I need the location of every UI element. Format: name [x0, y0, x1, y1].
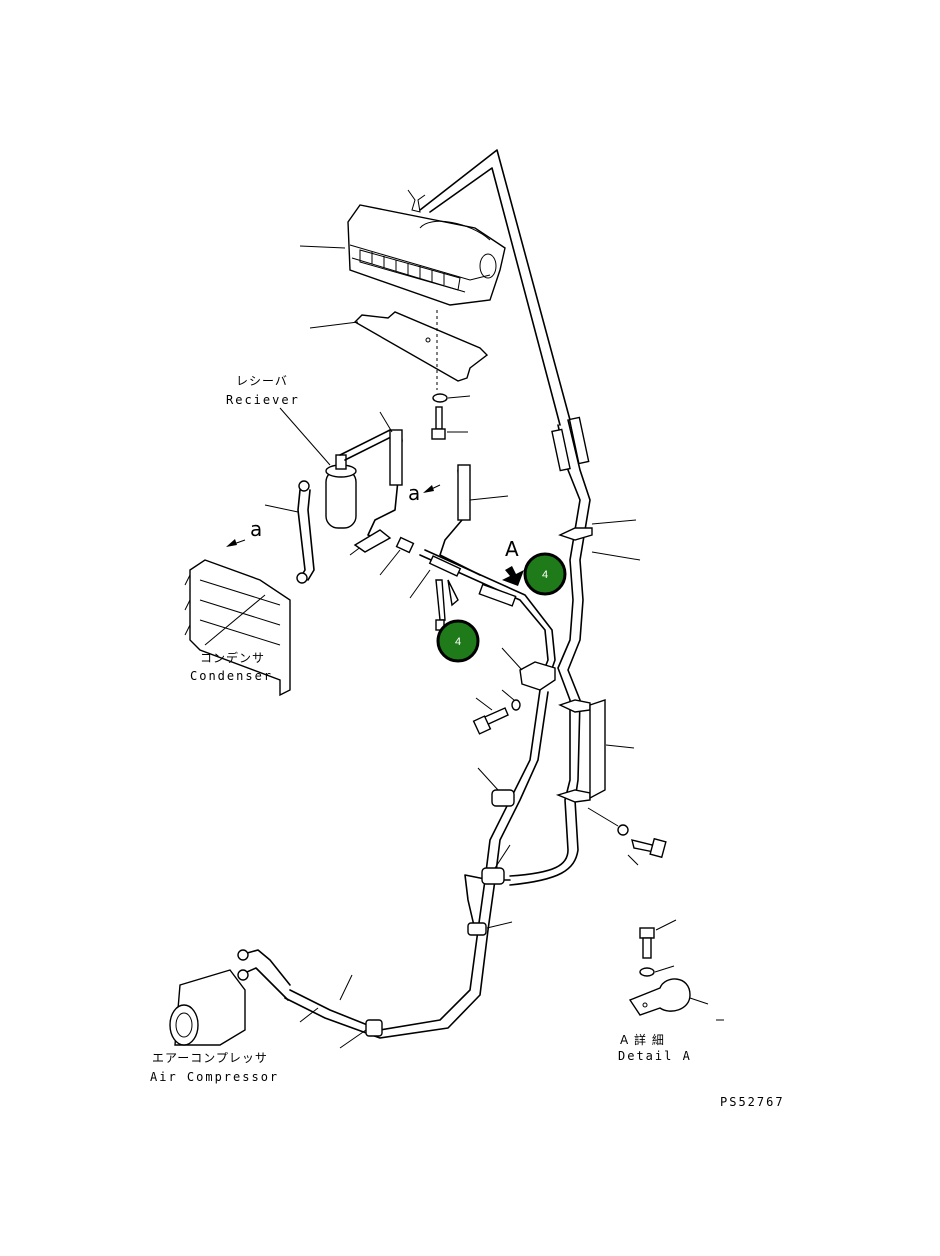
- main-hose-right: [419, 149, 591, 886]
- leader-hose: [591, 551, 641, 561]
- protector: [589, 699, 606, 800]
- clamp-middle: [519, 661, 556, 691]
- leader-grommet-1: [477, 767, 499, 791]
- leader-protector: [605, 744, 635, 749]
- receiver-label-en: Reciever: [226, 393, 300, 407]
- ref-a-letter-1: a: [408, 481, 420, 505]
- washer-2: [617, 824, 629, 836]
- bracket-small: [353, 529, 392, 553]
- bolt-3: [472, 707, 509, 735]
- callout-badge-1[interactable]: 4: [523, 552, 567, 596]
- leader-clamp-1: [591, 519, 637, 525]
- leader-detail-clamp: [689, 997, 709, 1005]
- leader-washer-2: [587, 807, 619, 827]
- leader-grommet-2: [494, 844, 511, 869]
- arrow-ref-a-2: [226, 539, 246, 547]
- view-a-letter: A: [505, 537, 519, 561]
- callout-number-1: 4: [542, 569, 548, 581]
- leader-hose-center: [469, 495, 509, 501]
- leader-washer-3: [501, 689, 515, 701]
- condenser-label-en: Condenser: [190, 669, 273, 683]
- receiver: [325, 454, 357, 529]
- leader-receiver: [279, 407, 331, 466]
- leader-bolt-2: [627, 854, 639, 866]
- callout-badge-2[interactable]: 4: [436, 619, 480, 663]
- washer: [432, 393, 448, 403]
- small-fitting: [395, 536, 415, 554]
- leader-fitting: [409, 569, 431, 599]
- leader-hose-receiver: [379, 411, 393, 433]
- washer-3: [511, 699, 521, 711]
- leader-hose-bottom-2: [299, 1007, 319, 1023]
- leader-washer: [447, 395, 471, 399]
- arrow-ref-a-1: [423, 484, 441, 493]
- ref-a-letter-2: a: [250, 517, 262, 541]
- leader-clamp-bottom: [339, 1029, 367, 1049]
- callout-number-2: 4: [455, 636, 461, 648]
- hose-fittings-top: [551, 416, 590, 472]
- drawing-number: PS52767: [720, 1095, 785, 1109]
- leader-fitting-2: [379, 549, 401, 576]
- leader-detail-bolt: [655, 919, 677, 931]
- compressor-label-en: Air Compressor: [150, 1070, 279, 1084]
- view-a-arrow: [502, 566, 524, 586]
- detail-label-jp: A 詳 細: [620, 1032, 665, 1047]
- hose-to-compressor: [284, 689, 549, 1039]
- bolt-2: [631, 837, 667, 859]
- leader-grommet-3: [486, 921, 513, 929]
- air-compressor: [169, 949, 291, 1046]
- detail-a-bolt: [639, 927, 655, 959]
- leader-ac-unit: [299, 245, 346, 249]
- leader-detail-washer: [654, 965, 675, 973]
- clamp-2: [558, 699, 591, 713]
- compressor-label-jp: エアーコンプレッサ: [152, 1051, 268, 1065]
- leader-clamp-middle: [501, 647, 523, 671]
- detail-a-washer: [639, 967, 655, 977]
- leader-plate: [309, 321, 359, 329]
- condenser: [184, 559, 291, 697]
- ac-unit: [347, 189, 506, 306]
- detail-label-en: Detail A: [618, 1049, 692, 1063]
- leader-condenser: [204, 594, 266, 646]
- clamp-1: [558, 527, 593, 541]
- bolt: [431, 406, 446, 440]
- receiver-label-jp: レシーバ: [236, 374, 288, 388]
- leader-bolt-3: [475, 697, 493, 711]
- hose-receiver: [339, 429, 403, 541]
- detail-a-clamp: [628, 978, 691, 1016]
- hose-center: [439, 464, 481, 576]
- leader-hose-bottom: [339, 974, 353, 1001]
- condenser-label-jp: コンデンサ: [200, 650, 265, 665]
- clamp-3: [555, 789, 591, 803]
- bracket-plate: [353, 311, 489, 382]
- leader-hose-condenser: [264, 504, 299, 513]
- hose-condenser: [296, 480, 315, 584]
